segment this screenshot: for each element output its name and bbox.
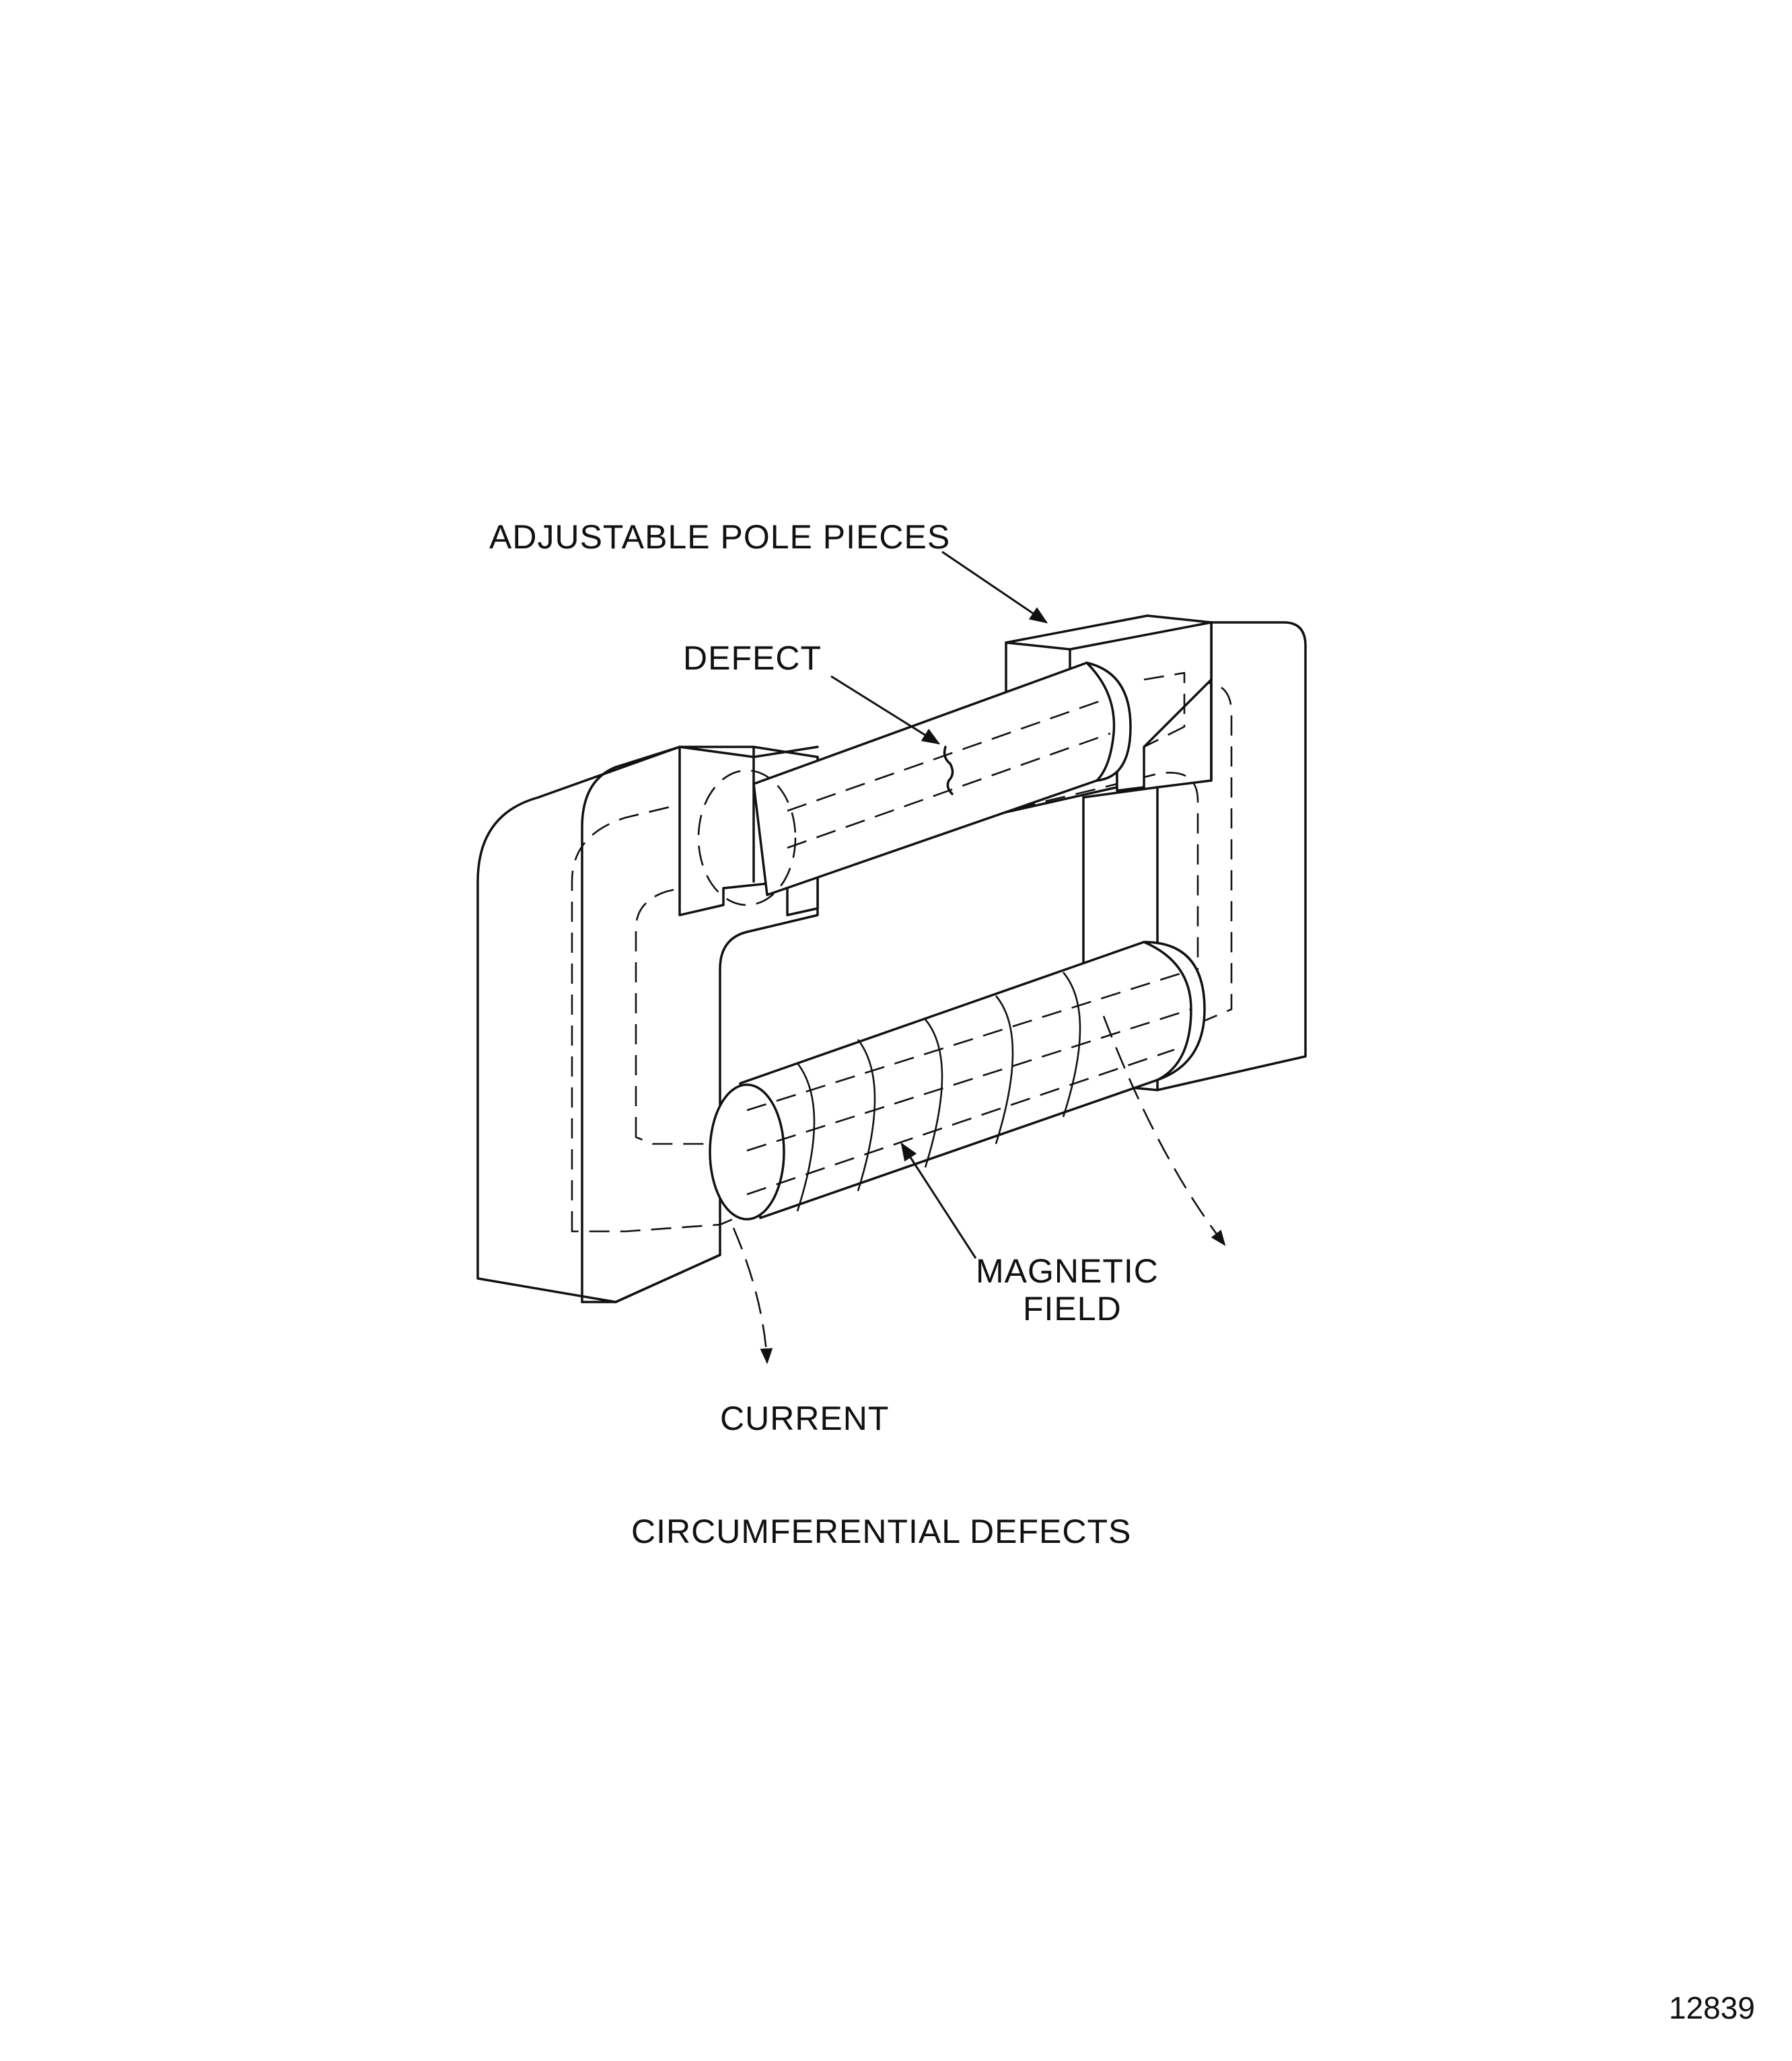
defect-leader: [830, 675, 941, 745]
figure-number: 12839: [1669, 1990, 1755, 2025]
current-ring-3: [924, 1019, 943, 1168]
defect-crack: [943, 746, 954, 795]
current-ring-2: [857, 1039, 876, 1192]
bottom-cylinder-part: [709, 941, 1206, 1221]
current-ring-4: [995, 995, 1014, 1145]
pole-pieces-leader: [941, 550, 1048, 624]
label-magnetic: MAGNETIC: [976, 1252, 1159, 1290]
current-ring-1: [796, 1062, 816, 1212]
current-arrow: [732, 1227, 773, 1365]
label-defect: DEFECT: [683, 639, 822, 677]
label-adjustable-pole-pieces: ADJUSTABLE POLE PIECES: [489, 518, 950, 556]
magnetic-field-arrow: [1102, 1015, 1226, 1246]
top-cylinder-part: [697, 661, 1132, 906]
current-ring-5: [1062, 972, 1081, 1118]
label-field: FIELD: [1023, 1290, 1122, 1328]
figure-caption: CIRCUMFERENTIAL DEFECTS: [631, 1513, 1131, 1550]
flux-path-inner: [635, 772, 1199, 1145]
magnetic-field-leader: [900, 1142, 977, 1259]
label-current: CURRENT: [720, 1400, 889, 1437]
